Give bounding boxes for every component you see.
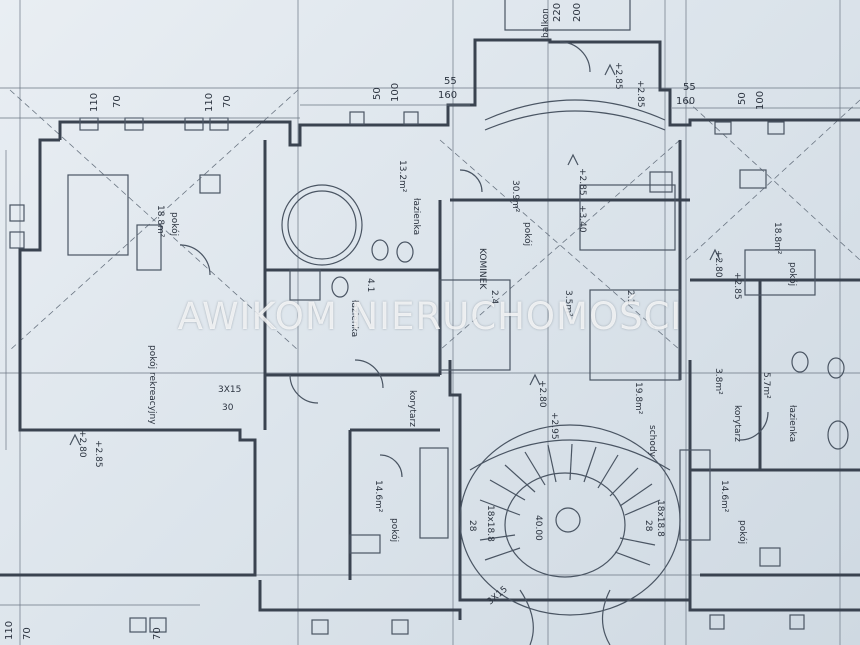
bedroom-area: 30.9m² <box>510 180 520 213</box>
dim-70-bottom: 70 <box>22 627 33 640</box>
spiral-staircase <box>459 424 681 645</box>
dimension-lines <box>0 104 860 606</box>
stairs-label: schody <box>647 425 657 458</box>
dim-220: 220 <box>552 3 563 22</box>
room-21: 2.1 <box>625 290 635 304</box>
room-146-right-label: pokój <box>737 520 748 544</box>
dim-70-bottom-b: 70 <box>152 627 163 640</box>
cloak-area: 3.8m² <box>713 368 723 395</box>
right-57: 5.7m² <box>761 372 771 399</box>
stairs-area: 19.8m² <box>633 382 643 415</box>
room-146-left-label: pokój <box>389 518 400 542</box>
korytarz-left: korytarz <box>407 390 417 427</box>
dim-70: 70 <box>112 95 123 108</box>
balcony-arch <box>484 0 666 131</box>
level-top2: +2.85 <box>635 80 645 108</box>
center-4000: 40.00 <box>533 515 543 541</box>
dim-70b: 70 <box>222 95 233 108</box>
bath-area: 13.2m² <box>397 160 407 193</box>
level-markers <box>69 63 721 446</box>
dim-110: 110 <box>89 93 100 112</box>
room-35: 3.5m² <box>563 290 573 317</box>
rec-room-label: pokój rekreacyjny <box>147 345 158 425</box>
dim-160: 160 <box>438 90 457 101</box>
door-swings <box>179 41 769 478</box>
kominek-label: KOMINEK <box>477 248 487 290</box>
dim-110b: 110 <box>204 93 215 112</box>
laz-small-area: 4.1 <box>365 278 375 292</box>
korytarz-right: korytarz <box>732 405 742 442</box>
kitchen-counter <box>67 174 129 256</box>
level-right: +2.80 <box>713 250 723 278</box>
room-24: 2.4 <box>489 290 499 305</box>
level-mid: +2.80 <box>537 380 547 408</box>
size-3x15: 3X15 <box>218 385 241 395</box>
room-146-left-area: 14.6m² <box>373 480 383 513</box>
stair-28: 28 <box>467 520 477 532</box>
roof-lines <box>9 89 860 351</box>
laz-small-label: łazienka <box>349 300 359 337</box>
dim-160-right: 160 <box>676 96 695 107</box>
dim-55: 55 <box>444 76 457 87</box>
stair-28b: 28 <box>643 520 653 532</box>
level-top1: +2.85 <box>613 62 623 90</box>
stair-18: 18x18.8 <box>485 505 495 542</box>
level-stair: +2.95 <box>549 412 559 440</box>
room-146-right-area: 14.6m² <box>719 480 729 513</box>
balkon-label: balkon <box>541 8 551 38</box>
level-left2: +2.85 <box>93 440 103 468</box>
dim-110-bottom: 110 <box>4 621 15 640</box>
dim-100-right: 100 <box>755 91 766 110</box>
right-room-label: pokój <box>787 262 798 286</box>
size-30: 30 <box>222 403 234 413</box>
stair-18b: 18x18.8 <box>655 500 665 537</box>
bedroom-label: pokój <box>522 222 533 246</box>
level-bed: +3.40 <box>577 205 587 233</box>
bathtub-round <box>281 184 363 266</box>
kitchen-label: pokój <box>169 212 180 236</box>
kitchen-area: 18.8m² <box>155 205 165 238</box>
dim-55-right: 55 <box>683 82 696 93</box>
dim-200: 200 <box>572 3 583 22</box>
dim-100: 100 <box>390 83 401 102</box>
bed <box>579 184 676 251</box>
laz-right: łazienka <box>787 405 797 442</box>
right-room-area: 18.8m² <box>772 222 782 255</box>
bath-label: łazienka <box>411 198 421 235</box>
level-center: +2.85 <box>577 168 587 196</box>
fixtures <box>67 169 849 567</box>
dim-50-right: 50 <box>737 92 748 105</box>
dim-50: 50 <box>372 87 383 100</box>
level-left1: +2.80 <box>77 430 87 458</box>
level-right2: +2.85 <box>732 272 742 300</box>
